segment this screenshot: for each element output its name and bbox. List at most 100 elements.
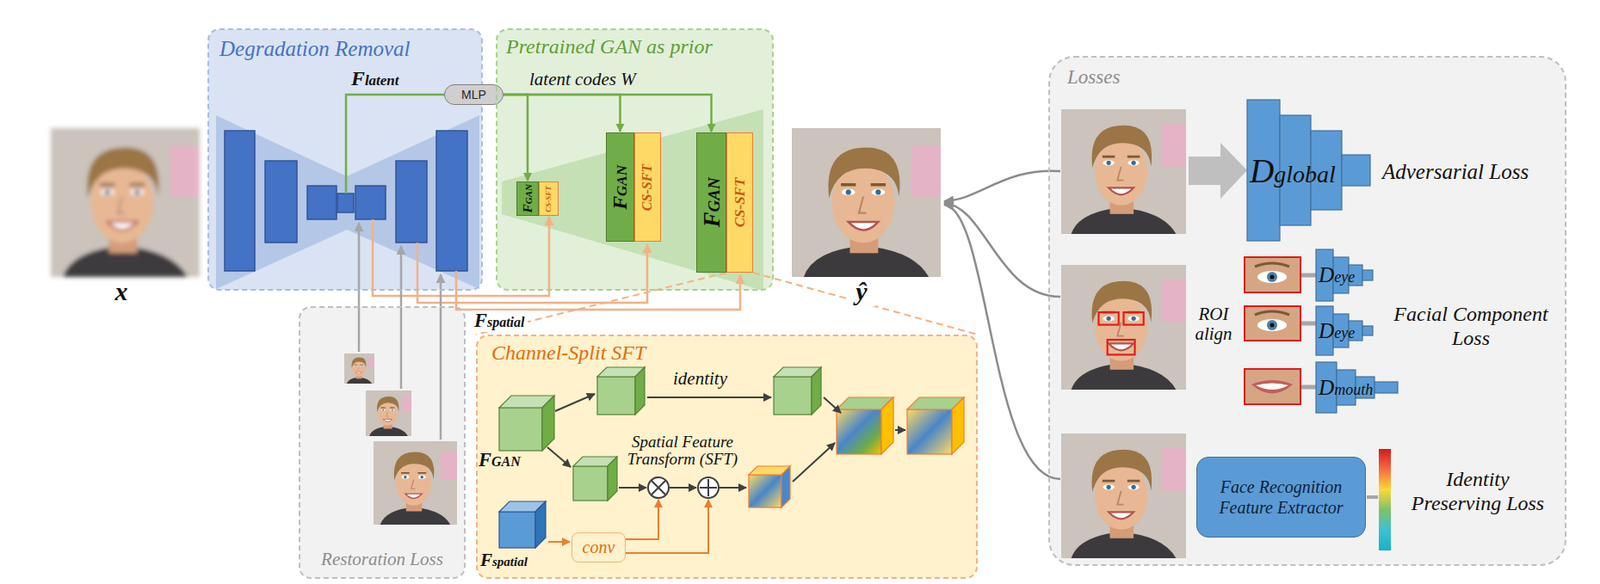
sft-operators bbox=[699, 479, 717, 497]
discriminator: Deye bbox=[1315, 306, 1373, 356]
big-arrow bbox=[1188, 142, 1248, 199]
conv-arrows bbox=[548, 541, 570, 544]
feature-cubes bbox=[542, 395, 555, 451]
gan-block-text: FGAN bbox=[520, 184, 534, 214]
latent-line bbox=[345, 94, 445, 194]
restoration-arrows bbox=[358, 222, 441, 440]
sft-operators bbox=[648, 477, 669, 499]
panel-ground bbox=[1049, 56, 1566, 566]
loss-faces bbox=[1061, 109, 1187, 235]
feature-cubes bbox=[781, 466, 791, 508]
feature-cubes bbox=[499, 501, 546, 549]
discriminator-text: Dmouth bbox=[1318, 376, 1373, 401]
gan-wedge bbox=[501, 109, 764, 291]
panel-ground bbox=[476, 335, 977, 579]
conv-box: conv bbox=[571, 532, 626, 563]
loss-name: Facial Component Loss bbox=[1377, 302, 1565, 351]
loss-curves bbox=[944, 171, 1061, 480]
discriminator-text: Deye bbox=[1318, 263, 1355, 288]
identity-colorbar bbox=[1378, 449, 1391, 551]
loss-name: Adversarial Loss bbox=[1382, 160, 1529, 185]
feature-cubes bbox=[748, 397, 964, 508]
input-face bbox=[50, 128, 200, 278]
sft-arrows bbox=[718, 487, 747, 489]
component-crops bbox=[1244, 306, 1301, 341]
feature-cubes bbox=[535, 501, 546, 549]
gan-block-text: FGAN bbox=[610, 165, 631, 211]
cs-sft-block-text: CS-SFT bbox=[544, 185, 553, 213]
discriminator: Deye bbox=[1315, 249, 1373, 302]
identity-label: identity bbox=[673, 368, 728, 390]
component-crops bbox=[1254, 311, 1290, 316]
panel: Pretrained GAN as priorFGAN CS-SFT FGAN CS-… bbox=[495, 28, 774, 291]
feature-cubes bbox=[499, 367, 964, 549]
discriminator: Dmouth bbox=[1315, 362, 1398, 414]
feature-cubes bbox=[773, 376, 812, 415]
restoration-faces bbox=[344, 353, 375, 384]
encoder-decoder bbox=[436, 130, 468, 272]
feature-cubes bbox=[597, 376, 636, 415]
encoder-decoder bbox=[395, 160, 427, 243]
gan-feature-label: FGAN bbox=[478, 449, 521, 472]
panel-text: Channel-Split SFT bbox=[491, 341, 646, 365]
roi-boxes bbox=[1099, 312, 1119, 326]
discriminator-layer bbox=[1362, 270, 1373, 281]
latent-code-arrow bbox=[503, 94, 712, 132]
crop-links bbox=[1366, 495, 1378, 500]
spatial-feature-lines bbox=[372, 216, 741, 310]
panel-ground bbox=[496, 29, 773, 291]
encoder-decoder bbox=[355, 185, 386, 220]
component-crops bbox=[1257, 319, 1287, 332]
component-crops bbox=[1270, 275, 1275, 280]
loss-curves bbox=[944, 204, 1061, 480]
zoom-lines bbox=[475, 272, 978, 335]
discriminator-layer bbox=[1374, 382, 1398, 394]
component-crops bbox=[1257, 271, 1287, 284]
sft-arrows bbox=[895, 429, 906, 432]
sft-arrows bbox=[618, 487, 647, 489]
latent-label: Flatent bbox=[351, 67, 400, 91]
encoder-decoder bbox=[216, 115, 480, 290]
output-label: ŷ bbox=[847, 277, 876, 307]
loss-faces bbox=[1061, 109, 1187, 559]
roi-boxes bbox=[1124, 312, 1144, 326]
output-face bbox=[791, 128, 941, 278]
component-crops bbox=[1255, 383, 1289, 391]
restoration-arrows bbox=[358, 222, 361, 353]
encoder-decoder bbox=[224, 130, 255, 272]
mlp-box-text: MLP bbox=[461, 87, 487, 102]
discriminator-text: Dglobal bbox=[1249, 151, 1336, 191]
component-crops bbox=[1244, 257, 1301, 405]
feature-cubes bbox=[499, 407, 543, 451]
cs-sft-block-text: CS-SFT bbox=[641, 163, 655, 211]
component-crops bbox=[1266, 320, 1278, 331]
conv-arrows bbox=[625, 500, 659, 540]
spatial-label: Fspatial bbox=[471, 310, 528, 333]
roi-boxes bbox=[1099, 312, 1144, 355]
input-label: x bbox=[108, 277, 135, 307]
cs-sft-block: CS-SFT bbox=[538, 181, 559, 217]
restoration-faces bbox=[373, 441, 458, 526]
encoder-decoder bbox=[216, 115, 480, 290]
discriminator-layer bbox=[1362, 326, 1373, 336]
loss-curves bbox=[944, 203, 1061, 297]
panel-text: Pretrained GAN as prior bbox=[506, 35, 713, 59]
panel: Degradation Removal bbox=[207, 28, 483, 291]
feature-cubes bbox=[811, 367, 822, 415]
feature-cubes bbox=[573, 466, 608, 501]
panel-text: Degradation Removal bbox=[219, 37, 410, 62]
loss-curves bbox=[944, 171, 1061, 202]
feature-cubes bbox=[836, 409, 882, 455]
crop-links bbox=[1301, 385, 1316, 390]
encoder-decoder bbox=[337, 193, 354, 213]
gan-block: FGAN bbox=[696, 132, 727, 273]
feature-cubes bbox=[499, 512, 536, 549]
mlp-box: MLP bbox=[444, 84, 504, 106]
sft-arrows bbox=[547, 447, 571, 468]
spatial-feature-lines bbox=[372, 216, 550, 297]
sft-arrows bbox=[792, 443, 835, 482]
roi-label: ROI align bbox=[1190, 304, 1237, 345]
input-face bbox=[50, 128, 200, 278]
sft-operators bbox=[648, 477, 719, 499]
gan-block-text: FGAN bbox=[699, 178, 723, 229]
